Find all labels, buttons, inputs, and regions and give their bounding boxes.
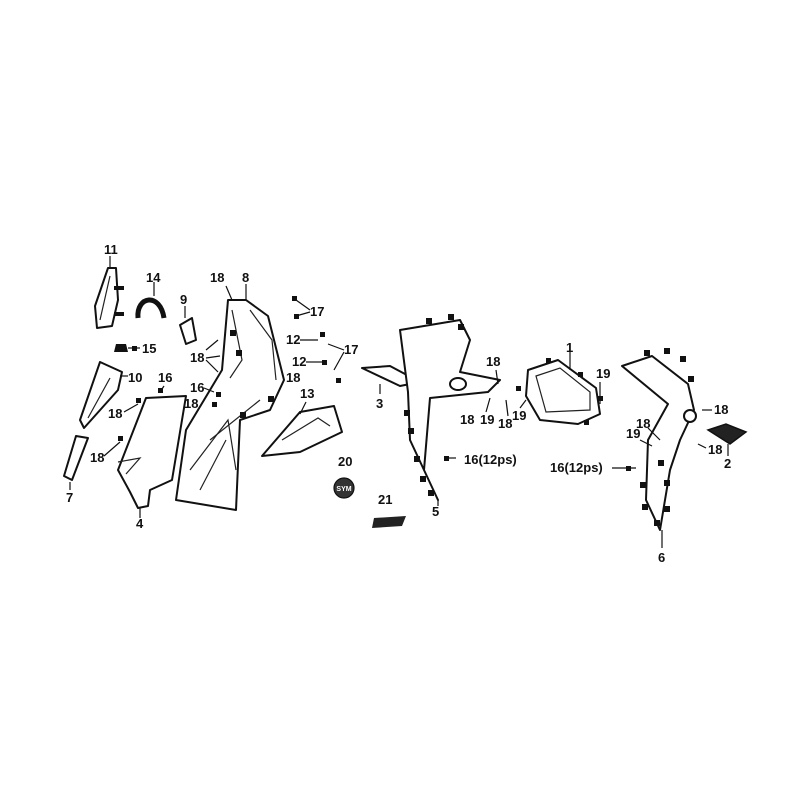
- callout-1: 1: [566, 340, 573, 355]
- callout-14: 14: [146, 270, 161, 285]
- callout-18f: 18: [90, 450, 104, 465]
- callout-18j: 18: [636, 416, 650, 431]
- callout-18l: 18: [708, 442, 722, 457]
- callout-18c: 18: [286, 370, 300, 385]
- part-2-small-plate: [706, 423, 748, 456]
- part-8-front-cover: [175, 284, 285, 511]
- emblem-text: SYM: [336, 486, 351, 493]
- part-11-bracket: [94, 256, 124, 329]
- callout-12a: 12: [286, 332, 300, 347]
- callout-10: 10: [128, 370, 142, 385]
- callout-labels: 11 14 18 8 9 17 12 15 18 12 17 10 16 18 …: [66, 242, 731, 565]
- part-1-headlight-frame: [525, 352, 603, 425]
- callout-5: 5: [432, 504, 439, 519]
- callout-4: 4: [136, 516, 144, 531]
- part-5-left-side-cover: [399, 314, 501, 506]
- part-21-decal: [372, 516, 406, 528]
- part-10-side-bracket: [79, 361, 128, 429]
- callout-18h: 18: [460, 412, 474, 427]
- part-6-right-side-cover: [621, 348, 697, 548]
- callout-6: 6: [658, 550, 665, 565]
- part-20-emblem: SYM: [333, 477, 355, 499]
- callout-18d: 18: [184, 396, 198, 411]
- part-14-curved-trim: [135, 282, 167, 319]
- callout-18i: 18: [498, 416, 512, 431]
- callout-7: 7: [66, 490, 73, 505]
- callout-18a: 18: [210, 270, 224, 285]
- callout-19c: 19: [596, 366, 610, 381]
- callout-11: 11: [104, 242, 118, 257]
- callout-16d: 16(12ps): [550, 460, 603, 475]
- callout-19a: 19: [480, 412, 494, 427]
- callout-8: 8: [242, 270, 249, 285]
- part-4-windscreen: [117, 395, 187, 518]
- callout-9: 9: [180, 292, 187, 307]
- part-13-side-trim: [261, 401, 343, 457]
- callout-18k: 18: [714, 402, 728, 417]
- callout-18b: 18: [190, 350, 204, 365]
- callout-17b: 17: [344, 342, 358, 357]
- callout-2: 2: [724, 456, 731, 471]
- callout-20: 20: [338, 454, 352, 469]
- part-7-strip: [63, 435, 89, 490]
- callout-12b: 12: [292, 354, 306, 369]
- callout-3: 3: [376, 396, 383, 411]
- callout-13: 13: [300, 386, 314, 401]
- callout-16c: 16(12ps): [464, 452, 517, 467]
- callout-18e: 18: [108, 406, 122, 421]
- callout-15: 15: [142, 341, 156, 356]
- callout-17a: 17: [310, 304, 324, 319]
- callout-16b: 16: [190, 380, 204, 395]
- fastener-leaders: [103, 285, 712, 471]
- callout-19d: 19: [626, 426, 640, 441]
- callout-18g: 18: [486, 354, 500, 369]
- callout-16a: 16: [158, 370, 172, 385]
- callout-19b: 19: [512, 408, 526, 423]
- callout-21: 21: [378, 492, 392, 507]
- part-9-cap: [179, 306, 197, 345]
